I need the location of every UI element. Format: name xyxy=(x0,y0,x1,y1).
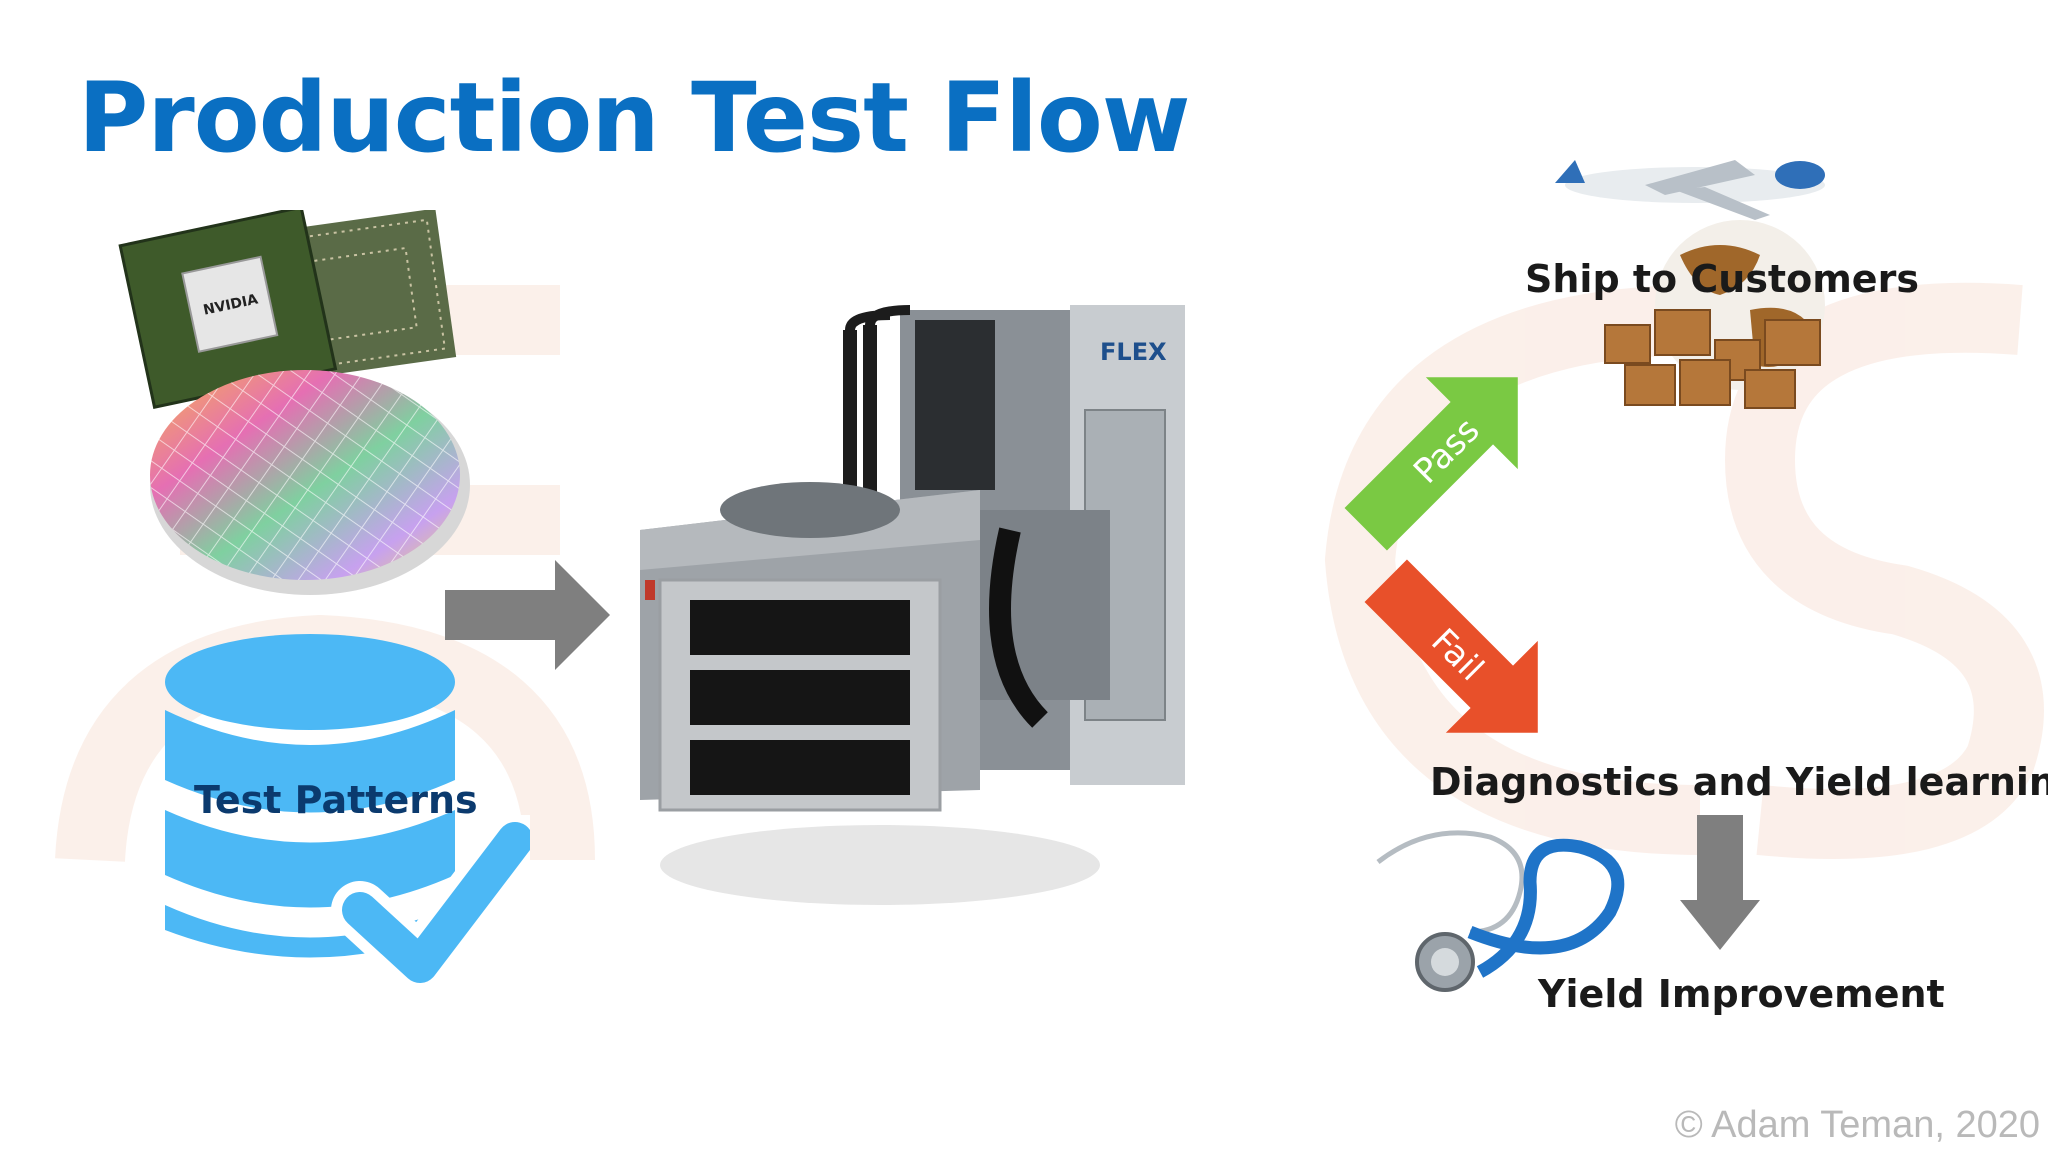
ship-label: Ship to Customers xyxy=(1525,257,1919,301)
tester-brand: FLEX xyxy=(1100,338,1167,366)
diagnostics-label: Diagnostics and Yield learning xyxy=(1430,760,2048,804)
checkmark-icon xyxy=(331,815,530,994)
flow-arrow xyxy=(445,560,610,670)
tester-machine: FLEX xyxy=(640,305,1185,905)
wafer-icon xyxy=(150,370,470,595)
stethoscope-icon xyxy=(1376,830,1625,992)
copyright: © Adam Teman, 2020 xyxy=(1674,1104,2040,1146)
database-label: Test Patterns xyxy=(194,778,478,822)
yield-label: Yield Improvement xyxy=(1538,972,1945,1016)
boxes-icon xyxy=(1604,309,1821,409)
page-title: Production Test Flow xyxy=(78,62,1191,174)
down-arrow xyxy=(1680,815,1760,950)
fail-arrow: Fail xyxy=(1364,559,1538,733)
pass-arrow: Pass xyxy=(1344,377,1518,551)
chip-icon: NVIDIA xyxy=(118,210,457,409)
airplane-icon xyxy=(1555,160,1825,220)
